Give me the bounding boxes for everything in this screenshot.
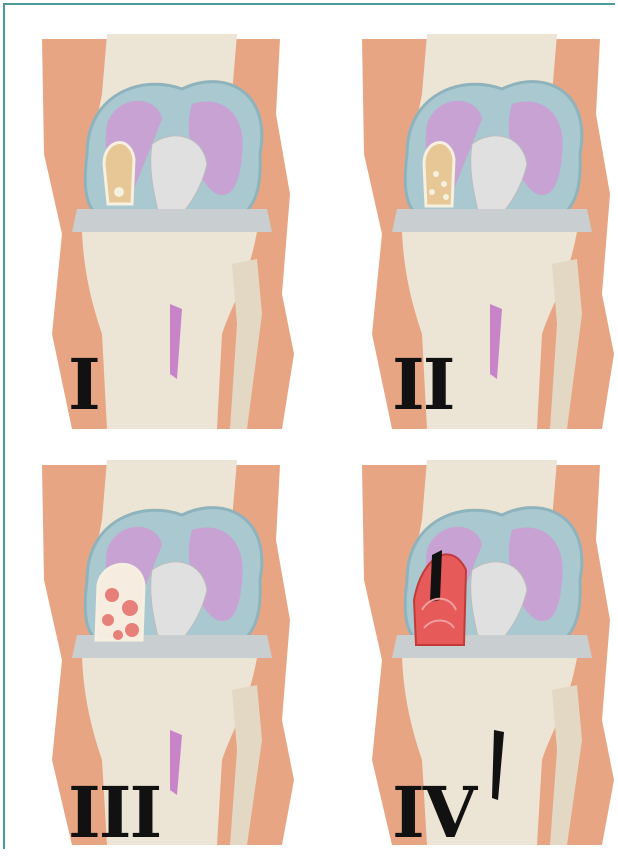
panel-stage-4: IV (352, 460, 618, 860)
stage-label: IV (392, 778, 475, 848)
panel-stage-2: II (352, 34, 618, 434)
stage-label: III (68, 778, 160, 848)
panel-stage-1: I (32, 34, 302, 434)
stage-label: I (68, 350, 99, 420)
stage-label: II (392, 350, 454, 420)
panel-stage-3: III (32, 460, 302, 860)
